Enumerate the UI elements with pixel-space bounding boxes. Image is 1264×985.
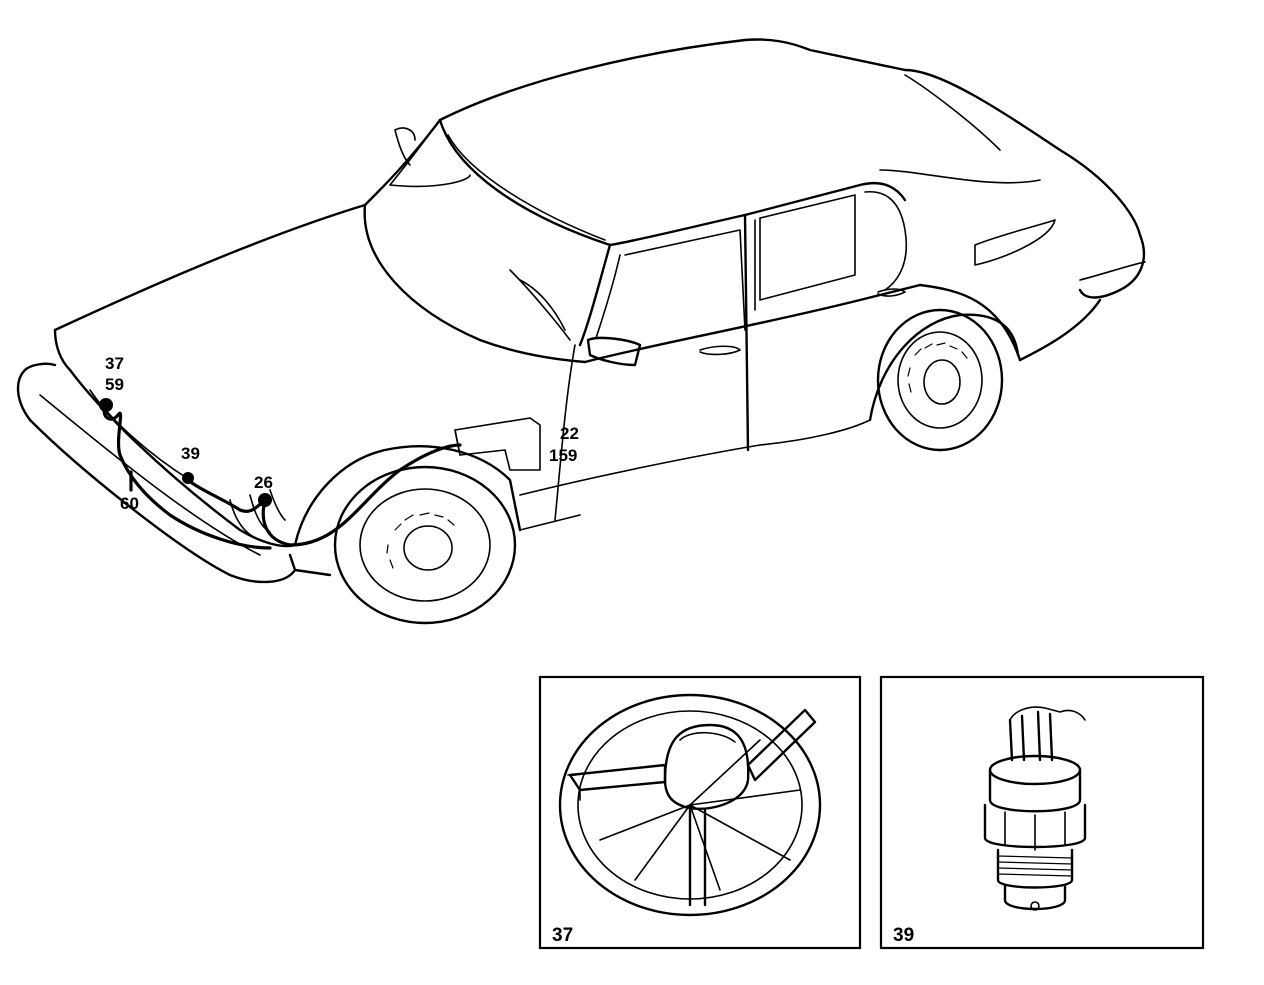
wiring-harness xyxy=(99,398,462,550)
connector-dot-37 xyxy=(99,398,113,412)
callout-37: 37 xyxy=(105,354,124,373)
inset-label-37: 37 xyxy=(552,925,573,946)
callout-159: 159 xyxy=(549,446,577,465)
callout-60: 60 xyxy=(120,494,139,513)
callout-22: 22 xyxy=(560,424,579,443)
inset-label-39: 39 xyxy=(893,925,914,946)
car-drawing xyxy=(16,38,1146,625)
callout-39: 39 xyxy=(181,444,200,463)
inset-thermal-switch xyxy=(879,675,1205,950)
connector-dot-39 xyxy=(182,472,194,484)
callout-59: 59 xyxy=(105,375,124,394)
callout-26: 26 xyxy=(254,473,273,492)
inset-fan xyxy=(538,675,862,950)
connector-dot-26 xyxy=(258,493,272,507)
